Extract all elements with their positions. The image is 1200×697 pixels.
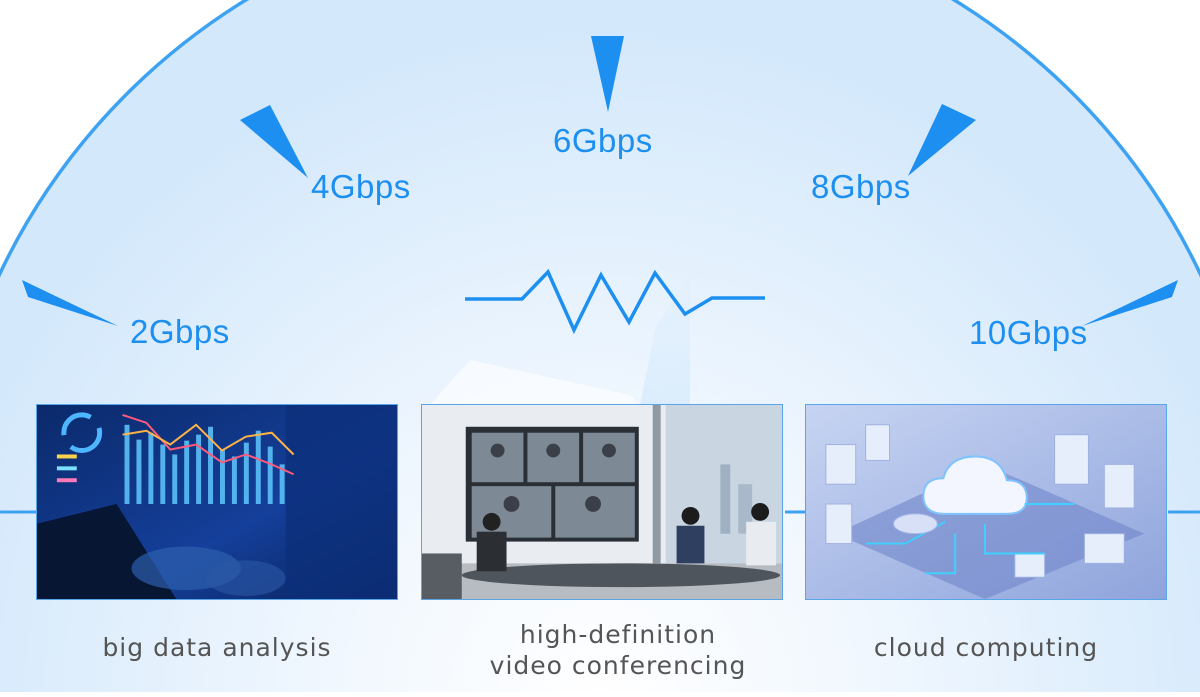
caption-cloud-computing: cloud computing	[873, 633, 1099, 662]
light-beam-left	[430, 360, 640, 405]
caption-video-conferencing: high-definition video conferencing	[421, 619, 815, 681]
tick-marker-8gbps	[908, 104, 976, 176]
caption-video-line1: high-definition	[519, 620, 717, 649]
tick-label-4gbps: 4Gbps	[311, 168, 411, 205]
tick-marker-4gbps	[240, 105, 308, 178]
tick-marker-10gbps	[1082, 280, 1178, 326]
big-data-image	[36, 404, 398, 600]
caption-big-data: big data analysis	[102, 633, 332, 662]
tick-marker-6gbps	[591, 36, 624, 112]
tick-marker-2gbps	[22, 280, 118, 326]
caption-video-line2: video conferencing	[489, 651, 747, 680]
cloud-computing-image	[805, 404, 1167, 600]
video-conference-image	[421, 404, 783, 600]
signal-wave-icon	[465, 268, 765, 335]
gauge-arc	[0, 0, 1200, 278]
tick-label-10gbps: 10Gbps	[969, 314, 1088, 351]
tick-label-6gbps: 6Gbps	[553, 122, 653, 159]
tick-label-2gbps: 2Gbps	[130, 313, 230, 350]
tick-label-8gbps: 8Gbps	[811, 168, 911, 205]
